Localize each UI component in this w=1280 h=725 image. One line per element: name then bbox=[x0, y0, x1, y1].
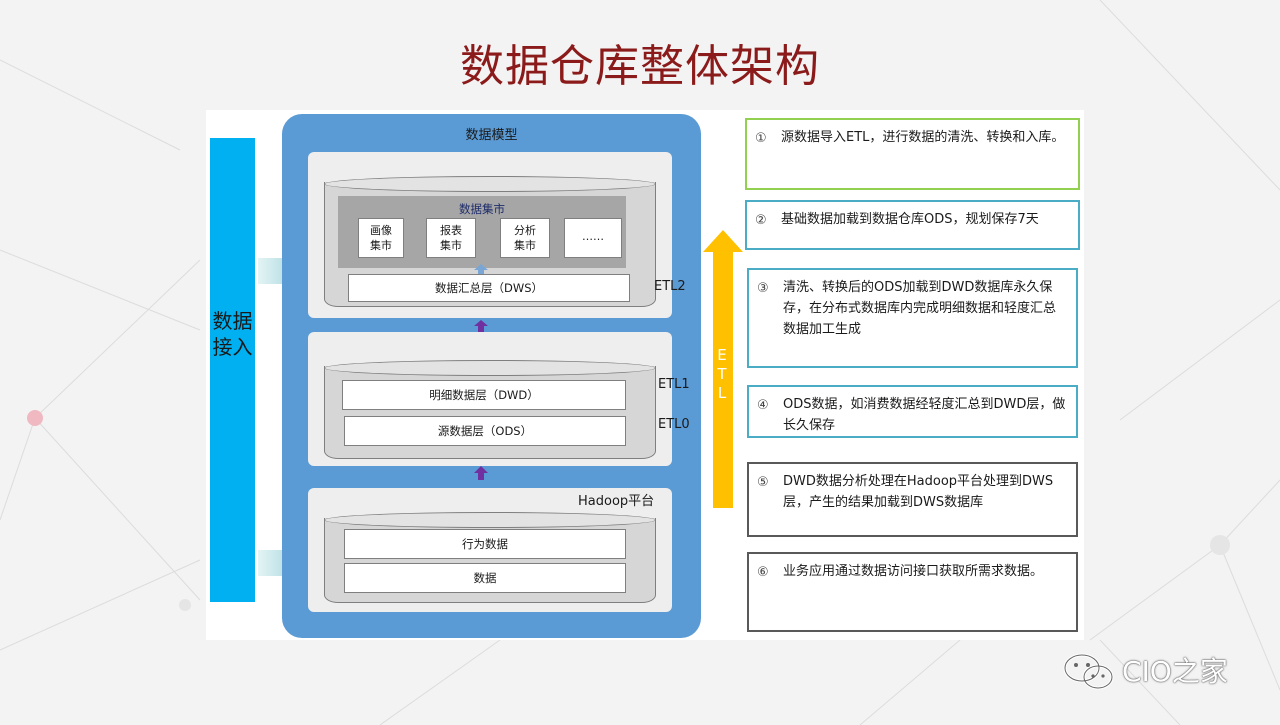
data-ingest-label: 数据接入 bbox=[212, 309, 253, 359]
mart-cylinder-top bbox=[324, 176, 656, 192]
decor-dot-red bbox=[27, 410, 43, 426]
arrow-dwd-to-dws bbox=[474, 320, 488, 332]
page-title: 数据仓库整体架构 bbox=[460, 41, 820, 92]
hadoop-platform-label: Hadoop平台 bbox=[578, 494, 655, 509]
data-model-title: 数据模型 bbox=[465, 128, 518, 143]
mart-item-more: …… bbox=[564, 218, 622, 258]
etl0-label: ETL0 bbox=[658, 417, 690, 432]
data-model-container: 数据模型 数据集市 画像 集市 报表 集市 分析 集市 …… 数据汇 bbox=[282, 114, 701, 638]
data-layer: 数据 bbox=[344, 563, 626, 593]
mart-item-profile: 画像 集市 bbox=[358, 218, 404, 258]
layer-dwd-ods: 明细数据层（DWD） 源数据层（ODS） bbox=[308, 332, 672, 466]
etl1-label: ETL1 bbox=[658, 377, 690, 392]
mart-item-analysis: 分析 集市 bbox=[500, 218, 550, 258]
behavior-data: 行为数据 bbox=[344, 529, 626, 559]
arrow-hadoop-to-ods bbox=[474, 466, 488, 480]
layer-hadoop: Hadoop平台 行为数据 数据 bbox=[308, 488, 672, 612]
wechat-icon bbox=[1063, 653, 1114, 690]
dws-layer: 数据汇总层（DWS） bbox=[348, 274, 630, 302]
data-mart-title: 数据集市 bbox=[459, 202, 505, 216]
dwd-layer: 明细数据层（DWD） bbox=[342, 380, 626, 410]
dwd-ods-cylinder-top bbox=[324, 360, 656, 376]
layer-mart-dws: 数据集市 画像 集市 报表 集市 分析 集市 …… 数据汇总层（DWS） bbox=[308, 152, 672, 318]
mart-up-arrow bbox=[474, 264, 488, 276]
etl2-label: ETL2 bbox=[654, 279, 686, 294]
watermark-text: CIO之家 bbox=[1122, 655, 1228, 688]
data-mart-box: 数据集市 画像 集市 报表 集市 分析 集市 …… bbox=[338, 196, 626, 268]
data-ingest-bar: 数据接入 bbox=[210, 138, 255, 602]
ods-layer: 源数据层（ODS） bbox=[344, 416, 626, 446]
mart-item-report: 报表 集市 bbox=[426, 218, 476, 258]
etl-up-arrow bbox=[703, 230, 743, 508]
hadoop-cylinder-top bbox=[324, 512, 656, 528]
